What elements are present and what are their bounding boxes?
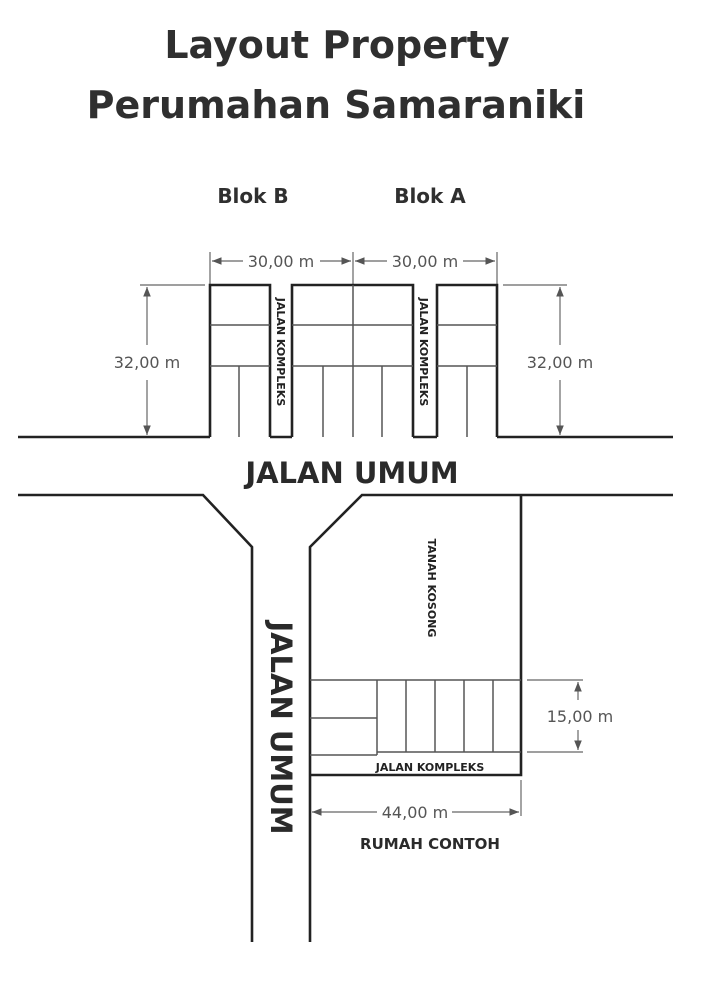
title-line-2: Perumahan Samaraniki: [87, 83, 586, 127]
blok-b-label: Blok B: [217, 184, 288, 208]
depth-left-label: 32,00 m: [114, 353, 180, 372]
blok-b-plots: [208, 283, 272, 437]
top-width-dimensions: [209, 252, 498, 285]
house-width-dimension: [312, 780, 522, 816]
middle-plots: [290, 283, 415, 437]
house-depth-label: 15,00 m: [547, 707, 613, 726]
depth-dimensions: [140, 284, 567, 435]
jalan-umum-vertical-label: JALAN UMUM: [264, 619, 298, 834]
depth-right-label: 32,00 m: [527, 353, 593, 372]
blok-a-plots: [435, 283, 499, 437]
jalan-kompleks-1-label: JALAN KOMPLEKS: [274, 297, 287, 407]
rumah-contoh-label: RUMAH CONTOH: [360, 835, 500, 853]
title-line-1: Layout Property: [164, 23, 510, 67]
main-road-edges: [18, 435, 673, 942]
house-depth-dimension: [527, 679, 583, 753]
jalan-kompleks-bottom-label: JALAN KOMPLEKS: [375, 761, 485, 774]
jalan-umum-horizontal-label: JALAN UMUM: [243, 456, 458, 490]
jalan-kompleks-2-label: JALAN KOMPLEKS: [417, 297, 430, 407]
tanah-kosong-plot: [310, 495, 523, 777]
width-a-label: 30,00 m: [392, 252, 458, 271]
house-width-label: 44,00 m: [382, 803, 448, 822]
tanah-kosong-label: TANAH KOSONG: [425, 539, 438, 638]
width-b-label: 30,00 m: [248, 252, 314, 271]
blok-a-label: Blok A: [394, 184, 466, 208]
